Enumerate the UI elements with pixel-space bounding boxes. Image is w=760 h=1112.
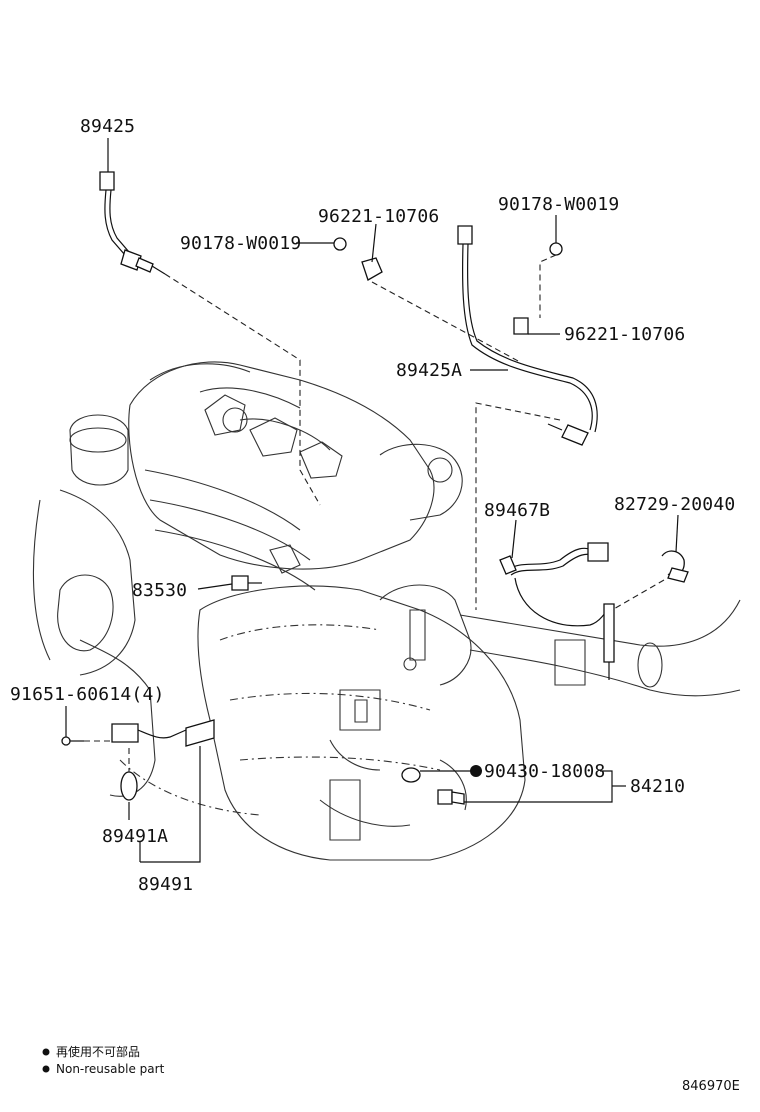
- gasket-90430: [401, 767, 421, 783]
- diagram-code: 846970E: [682, 1079, 740, 1094]
- label-89467B: 89467B: [484, 500, 550, 521]
- sensor-89467B: [499, 542, 615, 680]
- label-96221-10706-right: 96221-10706: [564, 324, 685, 345]
- label-90178-w0019-right: 90178-W0019: [498, 194, 619, 215]
- legend-text-jp: 再使用不可部品: [56, 1044, 140, 1059]
- nut-90178-right: [549, 242, 563, 256]
- sensor-89425A: [457, 225, 598, 446]
- label-91651-60614: 91651-60614(4): [10, 684, 165, 705]
- label-89491: 89491: [138, 874, 193, 895]
- label-90430-18008: 90430-18008: [484, 761, 605, 782]
- sensor-89425: [99, 171, 166, 275]
- label-90178-w0019-left: 90178-W0019: [180, 233, 301, 254]
- label-84210: 84210: [630, 776, 685, 797]
- bracket-96221-left: [361, 257, 383, 281]
- legend-text-en: Non-reusable part: [56, 1062, 165, 1076]
- legend: 再使用不可部品 Non-reusable part: [42, 1044, 165, 1076]
- bolt-91651: [61, 736, 84, 746]
- label-96221-10706-top: 96221-10706: [318, 206, 439, 227]
- legend-marker-en: [42, 1065, 50, 1073]
- switch-84210: [437, 789, 465, 805]
- label-89425A: 89425A: [396, 360, 462, 381]
- bracket-96221-right: [513, 317, 529, 335]
- o-ring-89491A: [120, 771, 138, 801]
- label-83530: 83530: [132, 580, 187, 601]
- non-reusable-marker: [470, 765, 482, 777]
- engine-block-illustration: [32, 361, 741, 861]
- nut-90178-left: [333, 237, 347, 251]
- label-82729-20040: 82729-20040: [614, 494, 735, 515]
- switch-83530: [231, 575, 262, 591]
- label-89491A: 89491A: [102, 826, 168, 847]
- legend-marker-jp: [42, 1048, 50, 1056]
- label-89425: 89425: [80, 116, 135, 137]
- clamp-82729: [661, 550, 689, 583]
- sensor-89491: [111, 719, 215, 747]
